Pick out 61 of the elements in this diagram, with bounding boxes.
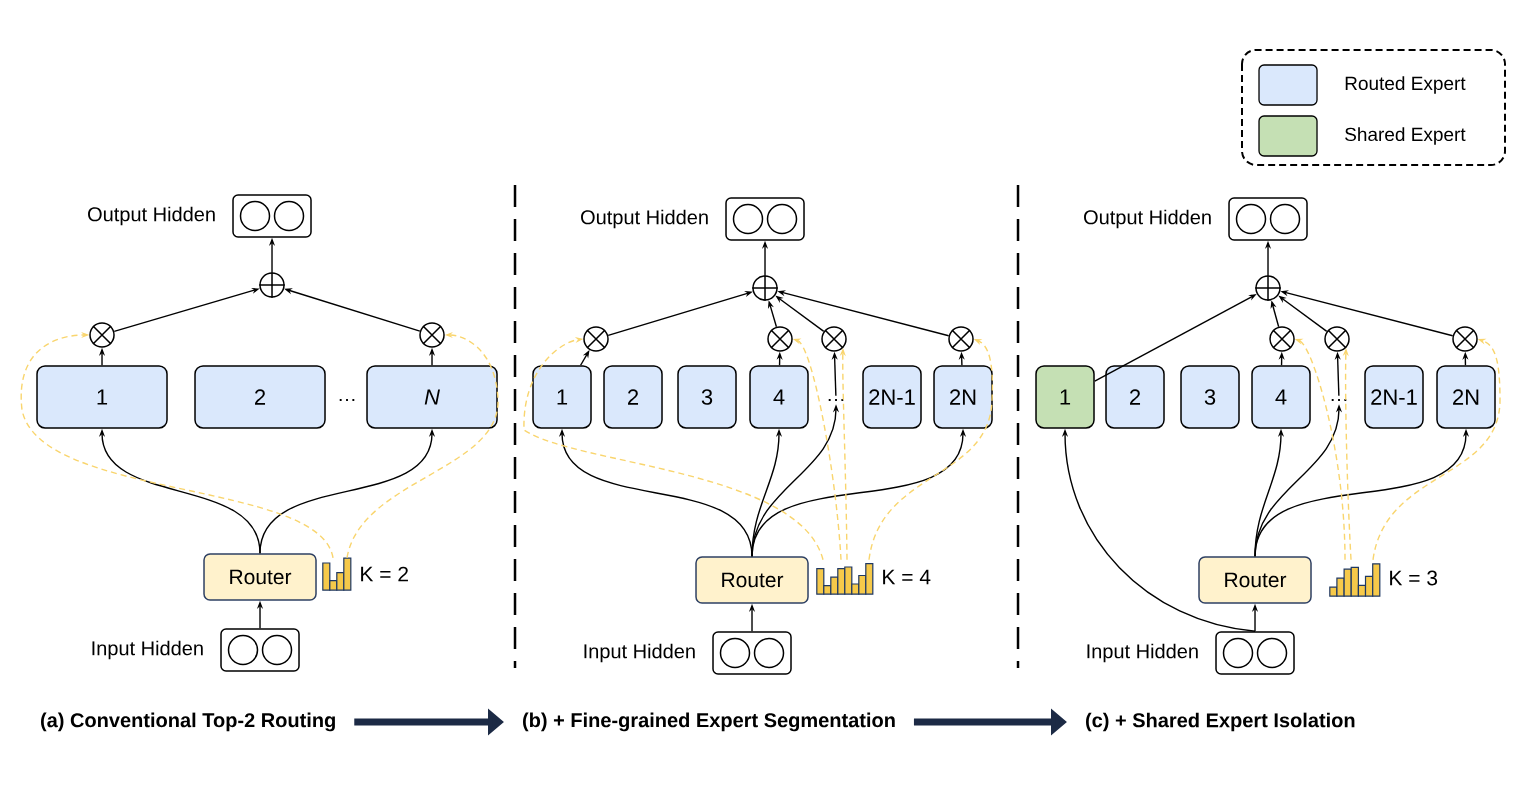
legend-label: Routed Expert (1345, 76, 1466, 94)
ellipsis: … (1331, 398, 1347, 402)
node-label: Input Hidden (1087, 643, 1198, 663)
multiply-circle (948, 326, 974, 352)
ellipsis: … (828, 398, 844, 402)
multiply-circle (767, 326, 793, 352)
arrow (579, 350, 590, 366)
expert-box: 2N-1 (1364, 365, 1424, 429)
multiply-circle (89, 322, 115, 348)
vector-box (232, 194, 312, 238)
dashed-arrow (1372, 338, 1501, 561)
router-box: Router (1198, 556, 1312, 604)
expert-box: 2N-1 (862, 365, 922, 429)
expert-box: 2N (933, 365, 993, 429)
node-label: Output Hidden (88, 206, 215, 226)
expert-box: N (366, 365, 498, 429)
expert-box: 1 (36, 365, 168, 429)
dashed-arrow (523, 336, 824, 561)
sum-circle (258, 271, 286, 299)
node-label: K = 2 (361, 566, 408, 582)
multiply-circle (821, 326, 847, 352)
dashed-arrow (20, 331, 334, 559)
expert-box: 1 (532, 365, 592, 429)
node-label: Input Hidden (92, 640, 203, 660)
sum-circle (1254, 274, 1282, 302)
node-label: Output Hidden (581, 209, 708, 229)
vector-box (220, 628, 300, 672)
multiply-circle (1452, 326, 1478, 352)
multiply-circle (419, 322, 445, 348)
vector-box (725, 197, 805, 241)
expert-box: 4 (1251, 365, 1311, 429)
router-box: Router (695, 556, 809, 604)
bar-chart-icon (816, 563, 874, 595)
caption: (b) + Fine-grained Expert Segmentation (523, 712, 895, 732)
expert-box: 1 (1035, 365, 1095, 429)
expert-box: 2 (1105, 365, 1165, 429)
expert-box: 2N (1436, 365, 1496, 429)
vector-box (712, 631, 792, 675)
vector-box (1228, 197, 1308, 241)
expert-box: 4 (749, 365, 809, 429)
node-label: K = 3 (1390, 570, 1438, 586)
node-label: Output Hidden (1084, 209, 1211, 229)
expert-box: 3 (1180, 365, 1240, 429)
ellipsis: … (339, 398, 355, 402)
expert-box: 2 (603, 365, 663, 429)
multiply-circle (1324, 326, 1350, 352)
multiply-circle (583, 326, 609, 352)
multiply-circle (1269, 326, 1295, 352)
node-label: K = 4 (883, 569, 931, 585)
vector-box (1215, 631, 1295, 675)
caption: (c) + Shared Expert Isolation (1086, 712, 1355, 732)
dashed-arrow (868, 339, 994, 561)
sum-circle (751, 274, 779, 302)
bar-chart-icon (322, 557, 352, 591)
node-label: Input Hidden (584, 643, 695, 663)
caption: (a) Conventional Top-2 Routing (41, 712, 335, 732)
expert-box: 2 (194, 365, 326, 429)
router-box: Router (203, 553, 317, 601)
expert-box: 3 (677, 365, 737, 429)
legend-label: Shared Expert (1345, 127, 1466, 145)
bar-chart-icon (1329, 563, 1381, 597)
